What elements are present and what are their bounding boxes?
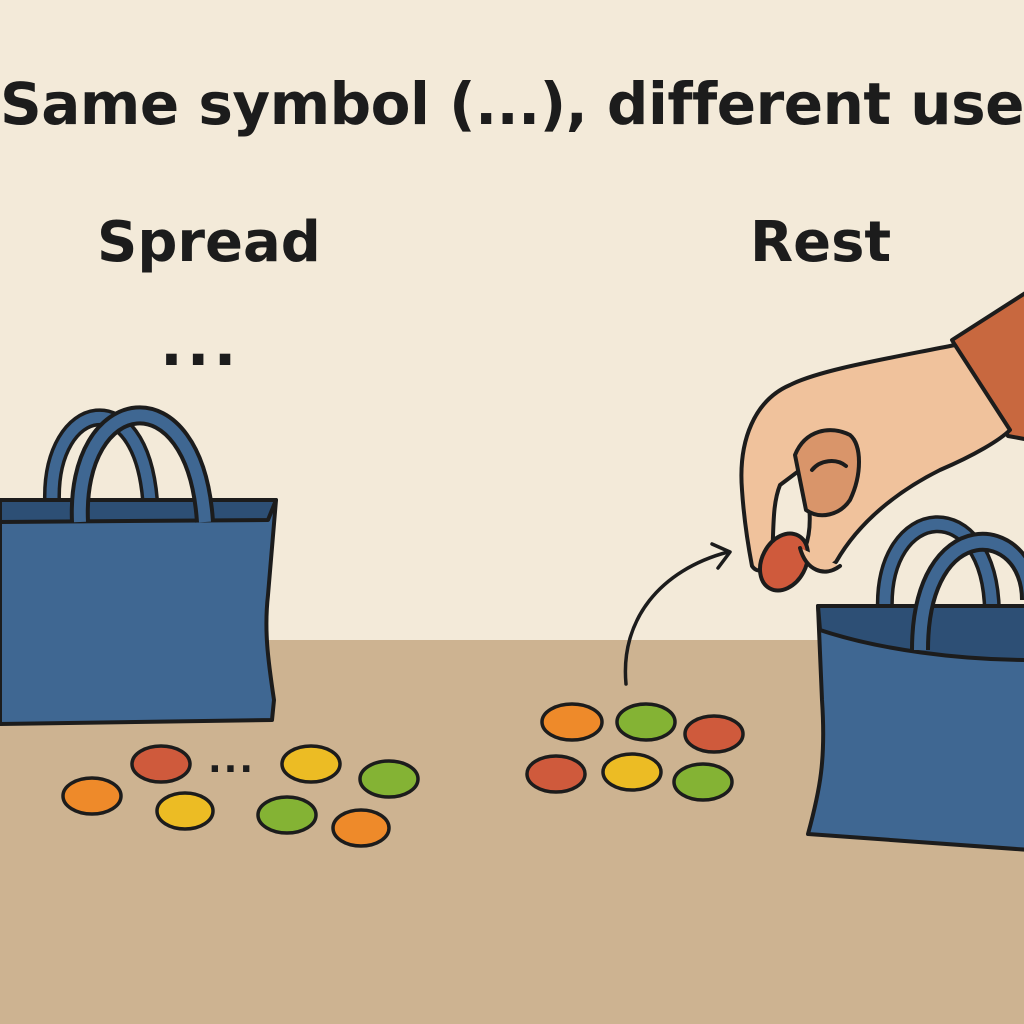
- rest-beads: [525, 702, 745, 802]
- bead-icon: [256, 795, 318, 835]
- bead-icon: [61, 776, 123, 816]
- spread-ellipsis: ...: [160, 310, 241, 380]
- bead-icon: [615, 702, 677, 742]
- spread-label: Spread: [97, 210, 321, 275]
- page-title: Same symbol (...), different uses: [0, 70, 1024, 138]
- hand-icon: [739, 291, 1024, 593]
- right-bag-icon: [806, 515, 1024, 852]
- held-bead-icon: [758, 531, 810, 593]
- bead-icon: [331, 808, 391, 848]
- bead-icon: [130, 744, 192, 784]
- left-bag-icon: [0, 405, 278, 726]
- arrow-icon: [623, 542, 732, 686]
- spread-beads: [61, 744, 420, 848]
- rest-label: Rest: [750, 210, 892, 275]
- bead-icon: [672, 762, 734, 802]
- bead-icon: [525, 754, 587, 794]
- bead-icon: [280, 744, 342, 784]
- beads-ellipsis: ...: [208, 740, 256, 781]
- bead-icon: [601, 752, 663, 792]
- bead-icon: [683, 714, 745, 754]
- bead-icon: [540, 702, 604, 742]
- bead-icon: [358, 759, 420, 799]
- bead-icon: [155, 791, 215, 831]
